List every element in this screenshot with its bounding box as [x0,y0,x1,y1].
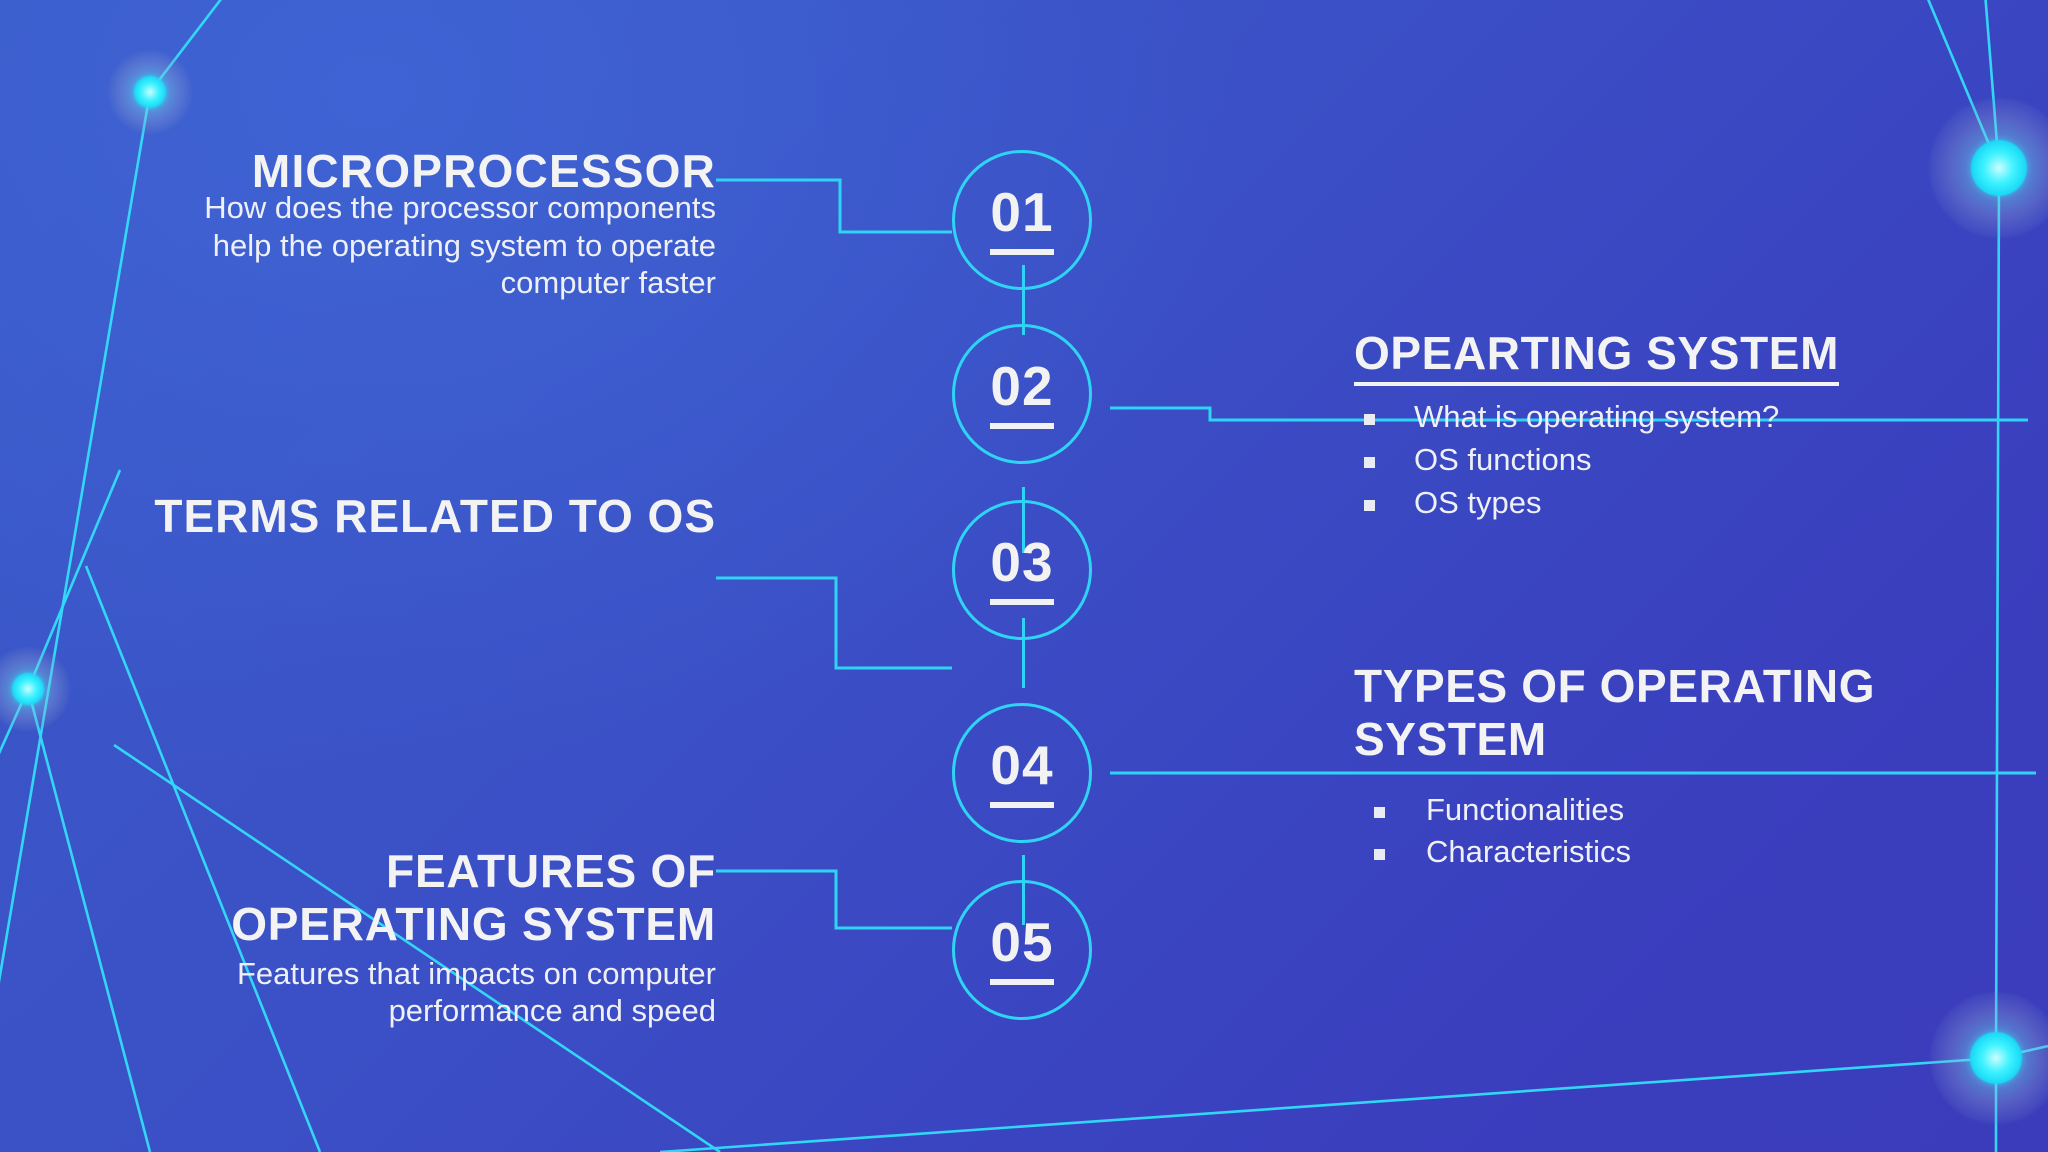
square-bullet-icon [1374,806,1385,818]
spine-03-04 [1022,618,1025,688]
square-bullet-icon [1364,414,1375,426]
timeline-marker-03-number: 03 [990,535,1054,605]
decor-line-3 [26,469,122,690]
glow-core [1970,1032,2022,1084]
square-bullet-icon [1374,849,1385,861]
list-item: Functionalities [1354,792,1994,829]
timeline-marker-01-number: 01 [990,185,1054,255]
list-item: OS functions [1354,442,2048,479]
agenda-item-05-title: FEATURES OF OPERATING SYSTEM [231,845,716,950]
agenda-item-01: MICROPROCESSOR How does the processor co… [150,145,716,301]
list-item-label: What is operating system? [1414,399,1780,435]
timeline-marker-05-number: 05 [990,915,1054,985]
connector-01 [716,178,952,234]
spine-01-02 [1022,265,1025,335]
timeline-marker-05[interactable]: 05 [952,880,1092,1020]
agenda-item-02-title-row: OPEARTING SYSTEM [1354,327,2048,386]
timeline-marker-04-number: 04 [990,738,1054,808]
list-item: What is operating system? [1354,399,2048,436]
decor-line-12 [1995,1044,2048,1060]
glow-node-right-top [1929,98,2048,238]
agenda-item-02: OPEARTING SYSTEM What is operating syste… [1354,327,2048,527]
agenda-item-02-bullets: What is operating system? OS functions O… [1354,399,2048,521]
agenda-item-05: FEATURES OF OPERATING SYSTEM Features th… [100,845,716,1029]
square-bullet-icon [1364,499,1375,511]
connector-03 [716,576,952,670]
glow-halo [1930,992,2048,1124]
agenda-item-04-bullets: Functionalities Characteristics [1354,792,1994,871]
glow-node-top-left [108,50,192,134]
list-item-label: OS functions [1414,441,1592,477]
agenda-item-05-body: Features that impacts on computer perfor… [236,955,716,1028]
list-item-label: Functionalities [1426,791,1625,827]
decor-line-8 [1926,0,2001,169]
glow-core [1971,140,2027,196]
agenda-item-02-title: OPEARTING SYSTEM [1354,327,1839,386]
glow-halo [1929,98,2048,238]
glow-halo [0,647,70,731]
agenda-item-03: TERMS RELATED TO OS [150,490,716,543]
list-item: OS types [1354,485,2048,522]
glow-core [12,673,44,705]
agenda-item-01-title: MICROPROCESSOR [251,145,716,197]
agenda-item-04: TYPES OF OPERATING SYSTEM Functionalitie… [1354,660,1994,877]
glow-core [134,76,166,108]
agenda-item-04-title: TYPES OF OPERATING SYSTEM [1354,660,1876,765]
agenda-item-01-body: How does the processor components help t… [204,190,716,300]
glow-node-left-mid [0,647,70,731]
connector-05 [716,869,952,930]
timeline-marker-01[interactable]: 01 [952,150,1092,290]
timeline-marker-03[interactable]: 03 [952,500,1092,640]
decor-line-9 [1984,0,2001,169]
glow-halo [108,50,192,134]
list-item-label: OS types [1414,484,1542,520]
timeline-marker-02-number: 02 [990,359,1054,429]
timeline-marker-04[interactable]: 04 [952,703,1092,843]
agenda-item-03-title: TERMS RELATED TO OS [154,490,716,542]
list-item-label: Characteristics [1426,834,1631,870]
decor-line-10 [1994,167,2001,1059]
list-item: Characteristics [1354,834,1994,871]
decor-line-13 [659,1056,1997,1152]
decor-line-1 [148,0,222,93]
square-bullet-icon [1364,456,1375,468]
glow-node-right-bottom [1930,992,2048,1124]
timeline-marker-02[interactable]: 02 [952,324,1092,464]
decor-line-4 [0,688,30,755]
